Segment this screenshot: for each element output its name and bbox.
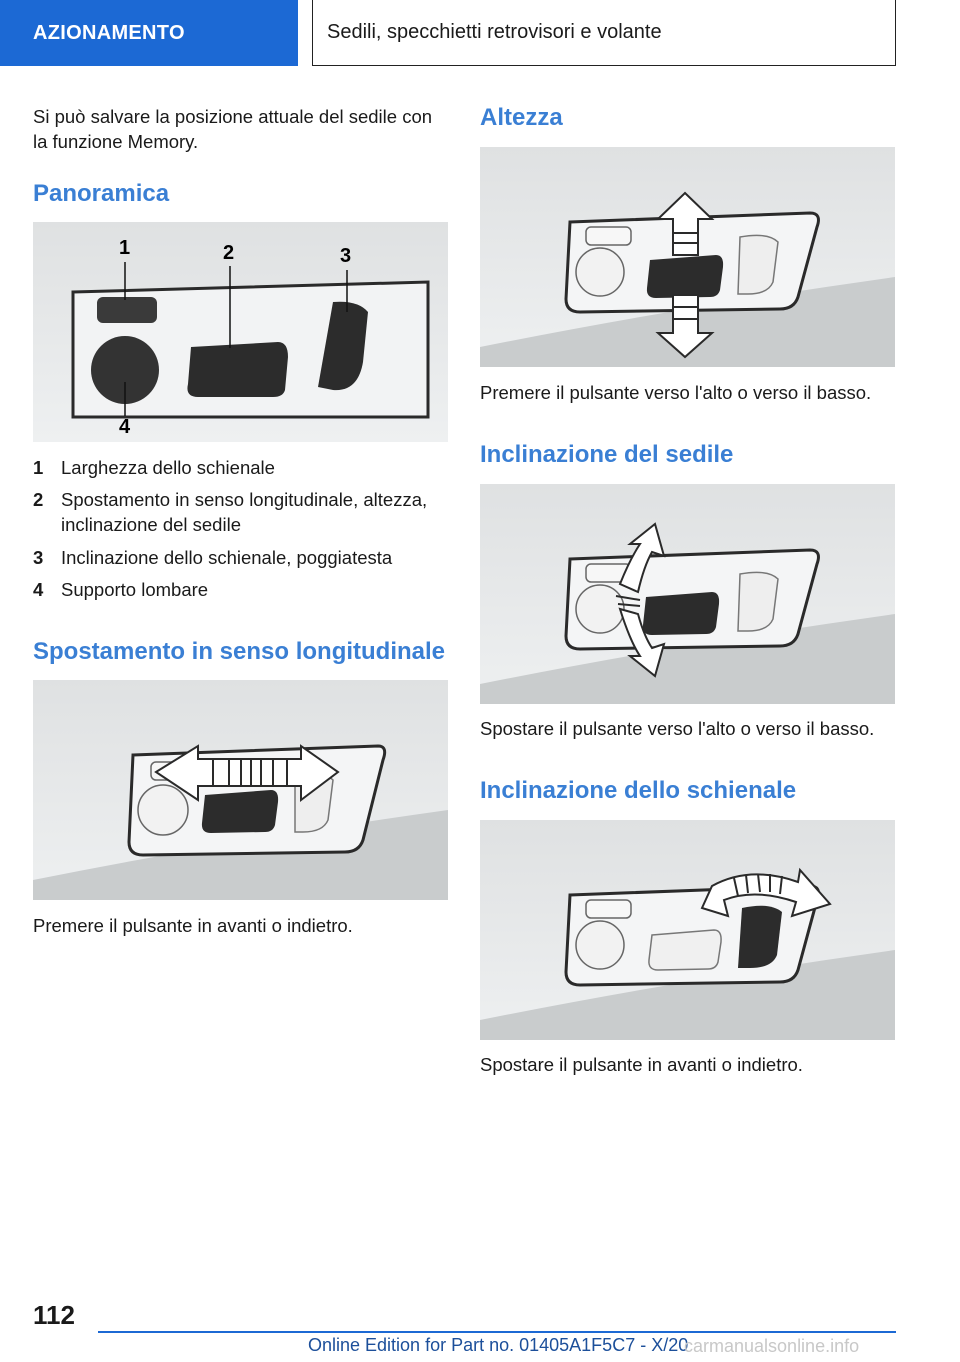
- heading-longitudinal: Spostamento in senso longitudinale: [33, 638, 446, 665]
- seat-tilt-illustration: [480, 484, 895, 704]
- list-item-number: 4: [33, 579, 44, 600]
- figure-longitudinal: [33, 680, 448, 900]
- heading-tilt: Inclinazione del sedile: [480, 441, 734, 468]
- caption-backrest: Spostare il pulsante in avanti o indietr…: [480, 1054, 803, 1075]
- seat-controls-illustration: 1 2 3 4: [33, 222, 448, 442]
- figure-overview: 1 2 3 4: [33, 222, 448, 442]
- chapter-title: Sedili, specchietti retrovisori e volant…: [312, 0, 896, 66]
- list-item: 3 Inclinazione dello schienale, poggiate…: [33, 545, 448, 570]
- heading-height: Altezza: [480, 104, 563, 131]
- figure-backrest: [480, 820, 895, 1040]
- list-item: 4 Supporto lombare: [33, 577, 448, 602]
- list-item-text: Supporto lombare: [61, 579, 209, 600]
- label-2: 2: [223, 242, 234, 264]
- backrest-tilt-illustration: [480, 820, 895, 1040]
- heading-backrest: Inclinazione dello schienale: [480, 777, 797, 804]
- list-item: 1 Larghezza dello schienale: [33, 455, 448, 480]
- label-4: 4: [119, 416, 131, 438]
- list-item-number: 3: [33, 547, 44, 568]
- footer-divider: [98, 1331, 896, 1333]
- seat-longitudinal-illustration: [33, 680, 448, 900]
- list-item-text: Inclinazione dello schienale, poggiatest…: [61, 547, 393, 568]
- list-item-number: 1: [33, 457, 44, 478]
- heading-overview: Panoramica: [33, 180, 170, 207]
- edition-text: Online Edition for Part no. 01405A1F5C7 …: [308, 1335, 689, 1355]
- list-item-text: Spostamento in senso longitudinale, alte…: [61, 489, 428, 535]
- caption-longitudinal: Premere il pulsante in avanti o indietro…: [33, 915, 353, 936]
- list-item-text: Larghezza dello schienale: [61, 457, 275, 478]
- figure-tilt: [480, 484, 895, 704]
- label-3: 3: [340, 245, 351, 267]
- section-tab: AZIONAMENTO: [0, 0, 298, 66]
- caption-tilt: Spostare il pulsante verso l'alto o vers…: [480, 718, 875, 739]
- figure-height: [480, 147, 895, 367]
- caption-height: Premere il pulsante verso l'alto o verso…: [480, 382, 872, 403]
- page-number: 112: [33, 1300, 75, 1330]
- list-item-number: 2: [33, 489, 44, 510]
- label-1: 1: [119, 237, 130, 259]
- list-item: 2 Spostamento in senso longitudinale, al…: [33, 487, 448, 537]
- watermark: carmanualsonline.info: [684, 1336, 860, 1356]
- seat-height-illustration: [480, 147, 895, 367]
- intro-text: Si può salvare la posizione attuale del …: [33, 106, 433, 152]
